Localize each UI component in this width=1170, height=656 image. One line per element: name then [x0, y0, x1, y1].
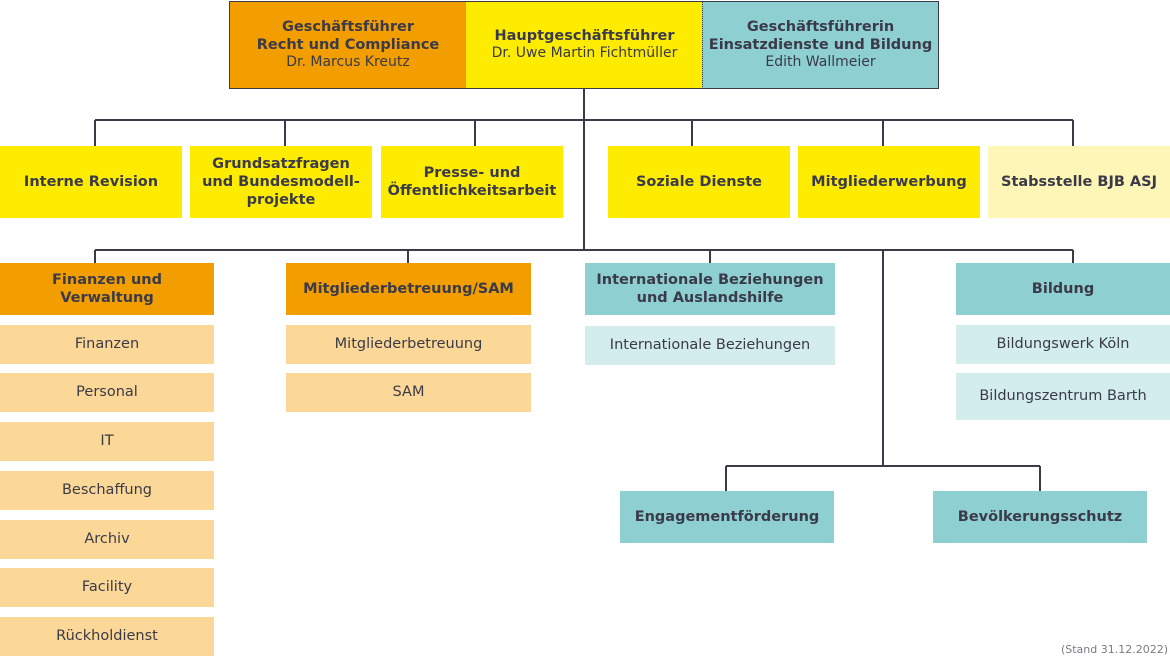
ceo-legal-title-2: Recht und Compliance — [256, 37, 440, 54]
sub-finanzen: Finanzen — [0, 325, 214, 364]
staff-interne-revision: Interne Revision — [0, 146, 182, 218]
ceo-operations-name: Edith Wallmeier — [765, 54, 876, 71]
sub-beschaffung: Beschaffung — [0, 471, 214, 510]
ceo-operations-box: Geschäftsführerin Einsatzdienste und Bil… — [702, 1, 939, 89]
sub-rueckholdienst: Rückholdienst — [0, 617, 214, 656]
sub-archiv: Archiv — [0, 520, 214, 559]
dept-finanzen-verwaltung: Finanzen und Verwaltung — [0, 263, 214, 315]
ceo-legal-name: Dr. Marcus Kreutz — [286, 54, 410, 71]
ceo-main-name: Dr. Uwe Martin Fichtmüller — [491, 45, 678, 62]
ceo-operations-title-2: Einsatzdienste und Bildung — [708, 37, 933, 54]
dept-mitgliederbetreuung-sam-title: Mitgliederbetreuung/SAM — [303, 280, 514, 297]
ceo-legal-compliance-box: Geschäftsführer Recht und Compliance Dr.… — [229, 1, 467, 89]
sub-it: IT — [0, 422, 214, 461]
dept-bildung-title: Bildung — [1031, 280, 1095, 297]
sub-mitgliederbetreuung: Mitgliederbetreuung — [286, 325, 531, 364]
staff-stabsstelle-label: Stabsstelle BJB ASJ — [1001, 173, 1157, 190]
stand-date: (Stand 31.12.2022) — [1060, 643, 1168, 656]
sub-internationale-beziehungen: Internationale Beziehungen — [585, 326, 835, 365]
ceo-main-title: Hauptgeschäftsführer — [494, 28, 675, 45]
staff-grundsatzfragen-line-1: Grundsatzfragen — [212, 155, 350, 172]
staff-stabsstelle: Stabsstelle BJB ASJ — [988, 146, 1170, 218]
dept-bevoelkerungsschutz-title: Bevölkerungsschutz — [957, 508, 1123, 525]
sub-sam: SAM — [286, 373, 531, 412]
dept-internationale-beziehungen: Internationale Beziehungen und Auslandsh… — [585, 263, 835, 315]
dept-mitgliederbetreuung-sam: Mitgliederbetreuung/SAM — [286, 263, 531, 315]
sub-personal: Personal — [0, 373, 214, 412]
staff-grundsatzfragen: Grundsatzfragen und Bundesmodell- projek… — [190, 146, 372, 218]
ceo-main-box: Hauptgeschäftsführer Dr. Uwe Martin Fich… — [466, 1, 703, 89]
ceo-legal-title: Geschäftsführer — [281, 19, 415, 36]
staff-presse-line-1: Presse- und — [423, 164, 521, 181]
staff-grundsatzfragen-line-3: projekte — [246, 192, 316, 209]
staff-soziale-dienste: Soziale Dienste — [608, 146, 790, 218]
staff-mitgliederwerbung: Mitgliederwerbung — [798, 146, 980, 218]
sub-facility: Facility — [0, 568, 214, 607]
sub-bildungszentrum-barth: Bildungszentrum Barth — [956, 373, 1170, 420]
dept-international-title-1: Internationale Beziehungen — [596, 271, 824, 288]
dept-engagementfoerderung: Engagementförderung — [620, 491, 834, 543]
staff-presse-line-2: Öffentlichkeitsarbeit — [387, 183, 557, 199]
dept-engagementfoerderung-title: Engagementförderung — [634, 508, 820, 525]
ceo-operations-title: Geschäftsführerin — [746, 19, 895, 36]
staff-interne-revision-label: Interne Revision — [23, 173, 159, 190]
sub-bildungswerk-koeln: Bildungswerk Köln — [956, 325, 1170, 364]
staff-mitgliederwerbung-label: Mitgliederwerbung — [811, 173, 967, 190]
dept-bildung: Bildung — [956, 263, 1170, 315]
dept-finanzen-title-2: Verwaltung — [60, 290, 154, 306]
staff-presse: Presse- und Öffentlichkeitsarbeit — [381, 146, 563, 218]
staff-soziale-dienste-label: Soziale Dienste — [635, 173, 762, 190]
dept-international-title-2: und Auslandshilfe — [636, 290, 784, 306]
dept-finanzen-title-1: Finanzen und — [52, 271, 162, 288]
dept-bevoelkerungsschutz: Bevölkerungsschutz — [933, 491, 1147, 543]
staff-grundsatzfragen-line-2: und Bundesmodell- — [202, 173, 360, 190]
